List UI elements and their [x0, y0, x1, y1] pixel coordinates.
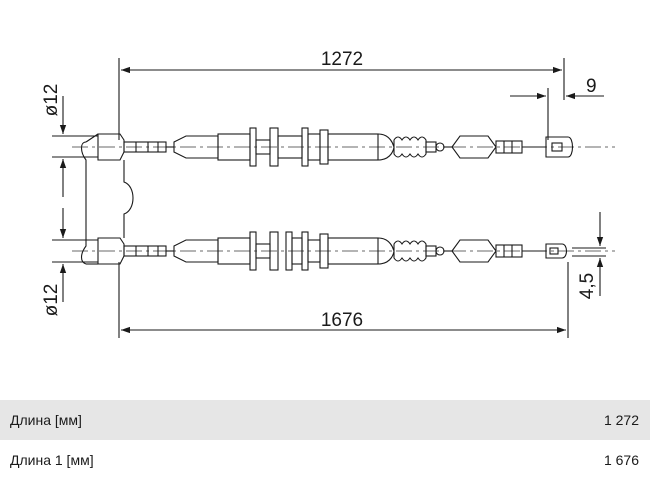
dimension-length-top-label: 1272	[321, 49, 363, 70]
dimension-pin-offset: 4,5	[572, 212, 606, 299]
dimension-diameter-top: ø12	[41, 84, 98, 197]
spec-row-length: Длина [мм] 1 272	[0, 400, 650, 440]
spec-label: Длина 1 [мм]	[10, 452, 94, 468]
spec-label: Длина [мм]	[10, 412, 82, 428]
dimension-length-bottom-label: 1676	[321, 310, 363, 331]
cable-technical-drawing: 1272 9 ø12 ø12 4,5 1676	[41, 49, 615, 338]
spec-table: Длина [мм] 1 272 Длина 1 [мм] 1 676	[0, 400, 650, 480]
cable-bottom	[72, 231, 615, 271]
spec-value: 1 272	[603, 412, 639, 428]
spec-value: 1 676	[603, 452, 639, 468]
spec-row-length-1: Длина 1 [мм] 1 676	[0, 440, 650, 480]
dimension-end-offset: 9	[510, 76, 604, 140]
dimension-length-top: 1272	[118, 49, 565, 140]
dimension-length-bottom: 1676	[118, 262, 569, 338]
dimension-diameter-bottom: ø12	[41, 208, 98, 316]
cable-top	[72, 127, 615, 167]
dimension-pin-offset-label: 4,5	[577, 273, 598, 299]
dimension-end-offset-label: 9	[586, 76, 597, 97]
equalizer-bracket	[80, 133, 134, 265]
dimension-diameter-bottom-label: ø12	[41, 284, 62, 317]
dimension-diameter-top-label: ø12	[41, 84, 62, 117]
